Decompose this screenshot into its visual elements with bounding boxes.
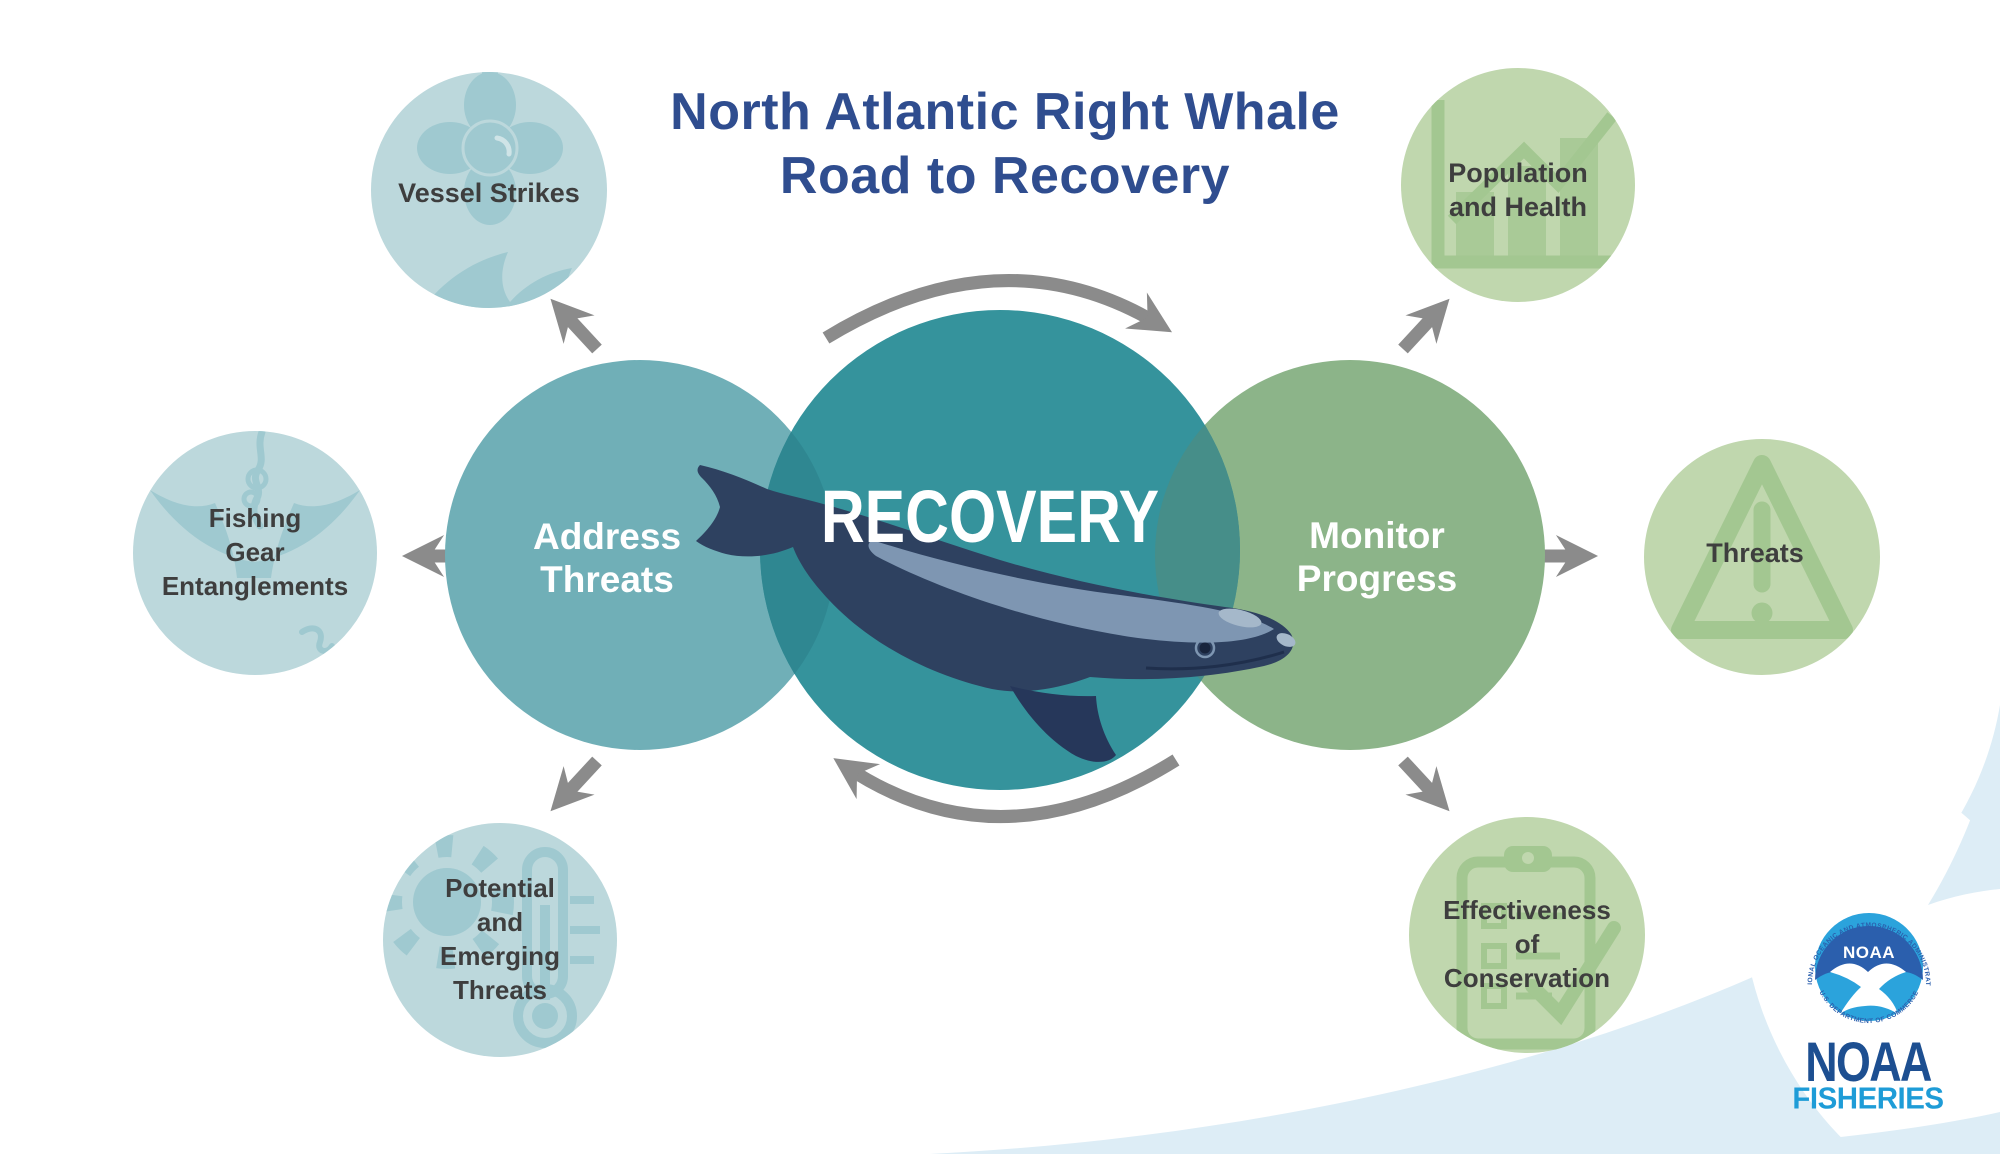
- potential-threats-circle: [383, 823, 617, 1057]
- whale-back-highlight: [868, 540, 1274, 643]
- cycle-arrow-top: [822, 274, 1173, 344]
- page-title: North Atlantic Right Whale Road to Recov…: [670, 80, 1340, 208]
- threats-label: Threats: [1706, 536, 1804, 570]
- arrow-to-vessel-strikes: [550, 298, 602, 354]
- connector-arrows: [401, 274, 1599, 823]
- population-health-line-2: and Health: [1448, 192, 1588, 222]
- right-whale-illustration: [696, 465, 1296, 762]
- fisheries-wordmark-text: FISHERIES: [1792, 1080, 1944, 1116]
- monitor-progress-label: Monitor Progress: [1297, 514, 1457, 600]
- title-line-2: Road to Recovery: [779, 147, 1231, 205]
- sun-and-thermometer-icon: [383, 835, 600, 1048]
- effectiveness-line-3: Conservation: [1443, 963, 1611, 993]
- wave-shape: [930, 705, 2000, 1154]
- propeller-and-whale-tail-icon: [400, 72, 572, 308]
- noaa-wordmark: NOAA: [1805, 1030, 1932, 1093]
- wave-corner-sliver: [1928, 712, 2000, 905]
- vessel-strikes-label: Vessel Strikes: [398, 176, 580, 210]
- arrow-to-potential-threats: [550, 756, 602, 812]
- population-health-label: Population and Health: [1448, 156, 1587, 224]
- rope-and-whale-tail-icon: [150, 431, 360, 654]
- whale-snout-callosity: [1276, 633, 1296, 647]
- potential-threats-label: Potential and Emerging Threats: [440, 871, 560, 1007]
- title-line-1: North Atlantic Right Whale: [670, 83, 1340, 141]
- seal-upper-half: [1815, 926, 1923, 990]
- recovery-text: RECOVERY: [820, 475, 1160, 558]
- whale-eye-ring: [1194, 637, 1216, 659]
- whale-flipper: [1010, 686, 1116, 762]
- whale-callosity: [1218, 608, 1262, 628]
- fishing-gear-line-2: Gear: [225, 537, 285, 567]
- monitor-progress-line-2: Progress: [1296, 558, 1458, 599]
- wave-bottom-strip: [1600, 1112, 2000, 1154]
- noaa-wordmark-text: NOAA: [1805, 1030, 1932, 1093]
- potential-threats-line-1: Potential: [445, 873, 555, 903]
- arrow-to-population-health: [1398, 298, 1450, 354]
- seal-noaa-text: NOAA: [1843, 943, 1895, 962]
- clipboard-checklist-icon: [1456, 846, 1621, 1050]
- address-threats-line-1: Address: [532, 516, 682, 557]
- fishing-gear-line-1: Fishing: [208, 503, 302, 533]
- threats-text: Threats: [1706, 538, 1804, 568]
- address-threats-label: Address Threats: [533, 515, 681, 601]
- effectiveness-line-2: of: [1514, 929, 1540, 959]
- recovery-label: RECOVERY: [821, 480, 1159, 554]
- address-threats-circle: [445, 360, 835, 750]
- fisheries-wordmark: FISHERIES: [1792, 1080, 1944, 1116]
- fishing-gear-line-3: Entanglements: [161, 571, 349, 601]
- threats-circle: [1644, 439, 1880, 675]
- potential-threats-line-3: Emerging: [440, 941, 560, 971]
- vessel-strikes-text: Vessel Strikes: [398, 178, 580, 208]
- seagull-icon: [1830, 963, 1906, 1014]
- effectiveness-circle: [1409, 817, 1645, 1053]
- whale-eye: [1199, 642, 1211, 654]
- whale-mouth-line: [1145, 650, 1285, 671]
- population-health-line-1: Population: [1448, 158, 1588, 188]
- monitor-progress-line-1: Monitor: [1309, 515, 1445, 556]
- warning-triangle-icon: [1671, 455, 1853, 639]
- potential-threats-line-4: Threats: [453, 975, 547, 1005]
- effectiveness-line-1: Effectiveness: [1443, 895, 1611, 925]
- effectiveness-label: Effectiveness of Conservation: [1443, 893, 1611, 995]
- potential-threats-line-2: and: [476, 907, 524, 937]
- vessel-strikes-circle: [371, 72, 607, 308]
- fishing-gear-label: Fishing Gear Entanglements: [162, 501, 348, 603]
- arrow-to-effectiveness: [1398, 756, 1450, 812]
- fishing-gear-circle: [133, 431, 377, 675]
- address-threats-line-2: Threats: [540, 559, 674, 600]
- cycle-arrow-bottom: [833, 754, 1180, 823]
